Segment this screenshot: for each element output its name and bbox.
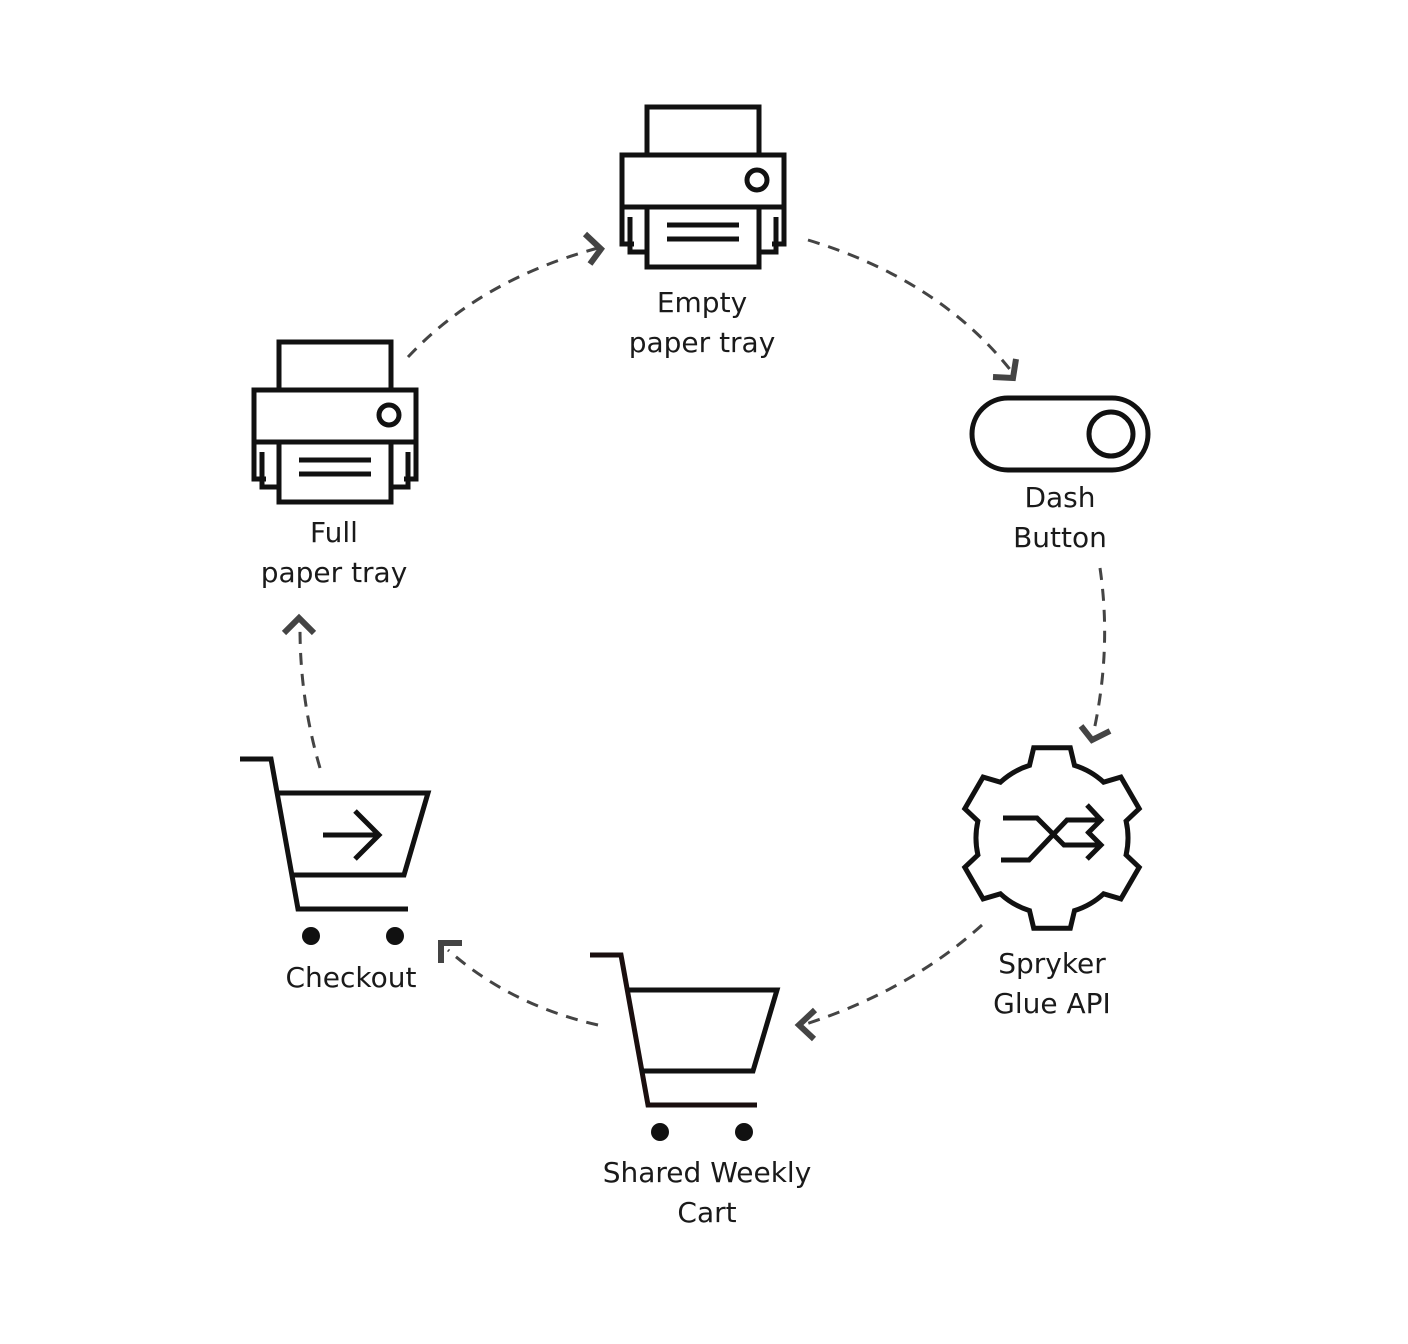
edge-glue-api-to-weekly-cart: [805, 923, 984, 1026]
arrow-right-icon: [323, 809, 383, 861]
shuffle-icon: [1001, 803, 1105, 863]
arrowhead-icon: [582, 231, 605, 266]
node-label-full-tray: Full paper tray: [261, 513, 408, 593]
label-line: Empty: [656, 286, 748, 319]
printer-icon: [619, 104, 787, 270]
gear-outline: [961, 745, 1143, 931]
cart-checkout-icon: [240, 756, 432, 945]
node-label-glue-api: Spryker Glue API: [993, 944, 1111, 1024]
label-line: Spryker: [998, 947, 1106, 980]
shopping-cart-icon: [590, 952, 781, 1141]
label-line: paper tray: [628, 326, 776, 359]
node-label-weekly-cart: Shared Weekly Cart: [603, 1153, 812, 1233]
node-label-checkout: Checkout: [286, 958, 417, 998]
arrowhead-icon: [992, 358, 1019, 382]
edge-dash-button-to-glue-api: [1091, 567, 1107, 736]
label-line: Shared Weekly: [602, 1156, 812, 1189]
flow-edges: [281, 231, 1112, 1042]
arrowhead-icon: [794, 1007, 818, 1042]
label-line: Checkout: [285, 961, 417, 994]
node-label-dash-button: Dash Button: [1013, 478, 1107, 558]
edge-checkout-to-full-tray: [298, 627, 322, 769]
label-line: Full: [310, 516, 358, 549]
label-line: paper tray: [260, 556, 408, 589]
edge-weekly-cart-to-checkout: [447, 948, 599, 1027]
gear-shuffle-icon: [961, 745, 1143, 931]
label-line: Button: [1013, 521, 1107, 554]
arrowhead-icon: [1078, 724, 1112, 744]
edge-full-tray-to-empty-tray: [406, 246, 599, 359]
label-line: Dash: [1024, 481, 1096, 514]
arrowhead-icon: [281, 613, 317, 636]
toggle-button-icon: [969, 395, 1151, 473]
label-line: Cart: [677, 1196, 737, 1229]
label-line: Glue API: [993, 987, 1111, 1020]
printer-icon: [251, 339, 419, 505]
edge-empty-tray-to-dash-button: [807, 238, 1014, 373]
node-label-empty-tray: Empty paper tray: [629, 283, 776, 363]
arrowhead-icon: [438, 940, 462, 963]
